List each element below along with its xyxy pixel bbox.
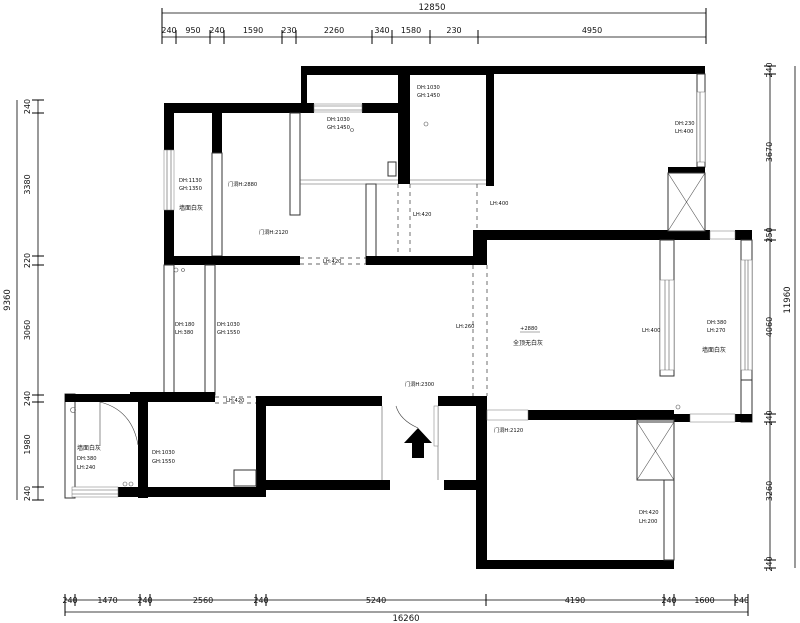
label: DH:180 bbox=[175, 322, 195, 328]
label: 门洞H:2120 bbox=[494, 426, 523, 434]
label: GH:1550 bbox=[152, 459, 175, 465]
room-labels: DH:1130 GH:1350 墙面白灰 门洞H:2880 门洞H:2120 D… bbox=[77, 85, 727, 525]
doors bbox=[99, 401, 439, 447]
bottom-segment-dimension: 240 bbox=[253, 596, 268, 605]
bottom-segment-dimension: 240 bbox=[661, 596, 676, 605]
label: LH:200 bbox=[639, 519, 657, 525]
right-segment-dimension: 240 bbox=[765, 556, 774, 571]
label: DH:1030 bbox=[417, 85, 440, 91]
label: GH:1550 bbox=[217, 330, 240, 336]
label: GH:1450 bbox=[327, 125, 350, 131]
label: DH:1030 bbox=[217, 322, 240, 328]
left-segment-dimension: 240 bbox=[23, 99, 32, 114]
label: DH:380 bbox=[707, 320, 727, 326]
right-segment-dimension: 4060 bbox=[765, 317, 774, 337]
bottom-dimension-chain: 16260 240 1470 240 2560 240 5240 4190 240 1600 24… bbox=[62, 594, 749, 623]
label: 墙面白灰 bbox=[77, 444, 101, 452]
left-segment-dimension: 220 bbox=[23, 253, 32, 268]
label: 门洞H:2300 bbox=[405, 380, 434, 388]
left-segment-dimension: 3060 bbox=[23, 320, 32, 340]
entrance-arrow-icon bbox=[404, 428, 432, 458]
label: DH:1030 bbox=[327, 117, 350, 123]
windows bbox=[71, 91, 753, 498]
label: 全顶无白灰 bbox=[513, 339, 543, 347]
label: 墙面白灰 bbox=[179, 204, 203, 212]
top-total-dimension: 12850 bbox=[418, 3, 445, 13]
top-dimension-chain: 12850 240 950 240 1590 230 2260 340 1580 230 4950 bbox=[161, 3, 707, 44]
right-segment-dimension: 250 bbox=[765, 227, 774, 242]
left-segment-dimension: 3380 bbox=[23, 174, 32, 194]
label: 门洞H:2120 bbox=[259, 228, 288, 236]
top-segment-dimension: 230 bbox=[281, 26, 296, 35]
left-segment-dimension: 240 bbox=[23, 391, 32, 406]
label: LH:420 bbox=[323, 259, 341, 265]
left-segment-dimension: 1980 bbox=[23, 434, 32, 454]
top-segment-dimension: 340 bbox=[374, 26, 389, 35]
label: LH:240 bbox=[77, 465, 95, 471]
openings bbox=[215, 179, 488, 480]
label: DH:420 bbox=[639, 510, 659, 516]
right-segment-dimension: 3260 bbox=[765, 481, 774, 501]
right-dimension-chain: 11960 240 3670 250 4060 240 3260 240 bbox=[764, 62, 796, 572]
left-segment-dimension: 240 bbox=[23, 486, 32, 501]
top-segment-dimension: 950 bbox=[185, 26, 200, 35]
label: GH:1450 bbox=[417, 93, 440, 99]
label: LH:270 bbox=[707, 328, 725, 334]
right-segment-dimension: 240 bbox=[765, 62, 774, 77]
bottom-segment-dimension: 4190 bbox=[565, 596, 585, 605]
label: DH:380 bbox=[77, 456, 97, 462]
bottom-total-dimension: 16260 bbox=[392, 614, 419, 623]
top-segment-dimension: 240 bbox=[161, 26, 176, 35]
label: LH:260 bbox=[456, 324, 474, 330]
label: LH:400 bbox=[642, 328, 660, 334]
label: DH:1030 bbox=[152, 450, 175, 456]
label: DH:230 bbox=[675, 121, 695, 127]
fixtures bbox=[70, 121, 706, 487]
bottom-segment-dimension: 240 bbox=[734, 596, 749, 605]
top-segment-dimension: 4950 bbox=[582, 26, 602, 35]
label: +2880 bbox=[520, 326, 538, 332]
top-segment-dimension: 240 bbox=[209, 26, 224, 35]
label: LH:400 bbox=[490, 201, 508, 207]
bottom-segment-dimension: 240 bbox=[137, 596, 152, 605]
label: LH:420 bbox=[226, 398, 244, 404]
label: GH:1350 bbox=[179, 186, 202, 192]
label: 墙面白灰 bbox=[702, 346, 726, 354]
label: LH:420 bbox=[413, 212, 431, 218]
top-segment-dimension: 2260 bbox=[324, 26, 344, 35]
bottom-segment-dimension: 1470 bbox=[97, 596, 117, 605]
bottom-segment-dimension: 240 bbox=[62, 596, 77, 605]
bottom-segment-dimension: 5240 bbox=[366, 596, 386, 605]
top-segment-dimension: 230 bbox=[446, 26, 461, 35]
right-segment-dimension: 240 bbox=[765, 410, 774, 425]
right-segment-dimension: 3670 bbox=[765, 142, 774, 162]
top-segment-dimension: 1590 bbox=[243, 26, 263, 35]
label: 门洞H:2880 bbox=[228, 180, 257, 188]
right-total-dimension: 11960 bbox=[783, 286, 793, 313]
bottom-segment-dimension: 1600 bbox=[694, 596, 714, 605]
left-total-dimension: 9360 bbox=[3, 289, 13, 311]
label: LH:400 bbox=[675, 129, 693, 135]
label: LH:380 bbox=[175, 330, 193, 336]
top-segment-dimension: 1580 bbox=[401, 26, 421, 35]
label: DH:1130 bbox=[179, 178, 202, 184]
left-dimension-chain: 9360 240 3380 220 3060 240 1980 240 bbox=[3, 99, 44, 501]
bottom-segment-dimension: 2560 bbox=[193, 596, 213, 605]
walls bbox=[64, 66, 753, 569]
